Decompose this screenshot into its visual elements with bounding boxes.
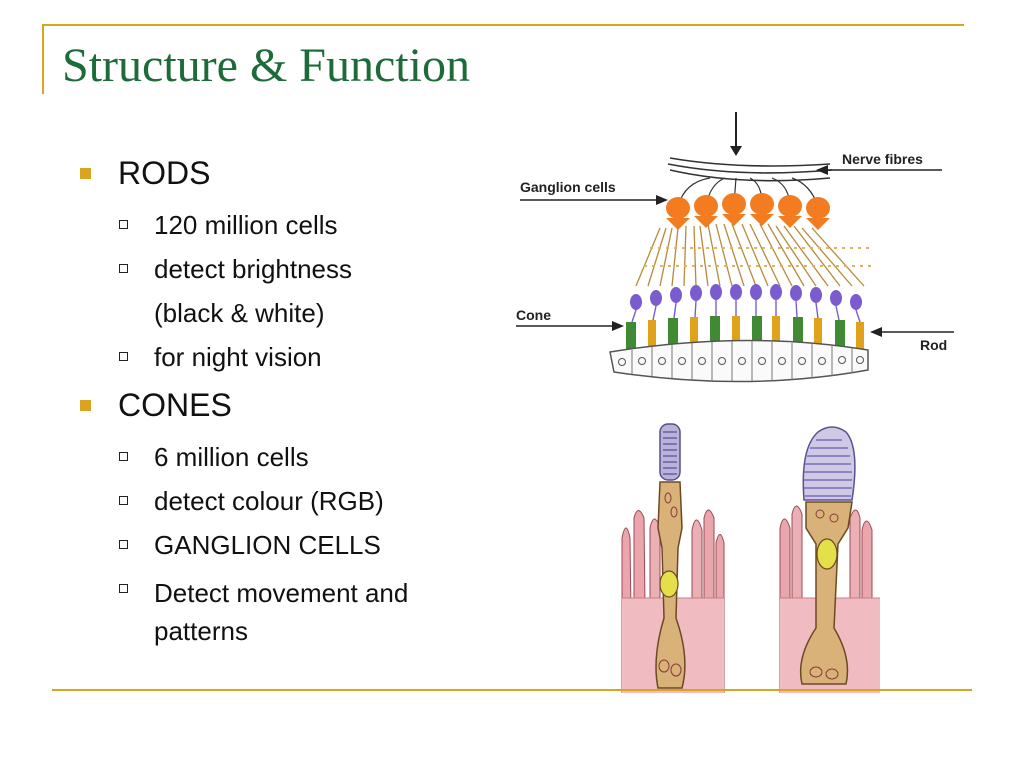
rods-item-1: 120 million cells — [118, 210, 500, 240]
frame-bottom-line — [52, 689, 972, 691]
retina-diagram: Nerve fibres Ganglion cells — [516, 112, 954, 383]
bullet-rods-label: RODS — [118, 155, 211, 191]
cones-item-1: 6 million cells — [118, 442, 500, 472]
frame-top-line — [42, 24, 964, 26]
cones-item-2: detect colour (RGB) — [118, 486, 500, 516]
label-arrow-rod — [870, 327, 954, 337]
hollow-square-icon — [119, 264, 128, 273]
photoreceptor-row — [626, 316, 864, 350]
bipolar-cell-row — [630, 284, 862, 310]
bullet-list: RODS 120 million cells detect brightness… — [80, 150, 500, 650]
hollow-square-icon — [119, 584, 128, 593]
hollow-square-icon — [119, 496, 128, 505]
label-arrow-nerve — [816, 165, 942, 175]
rods-item-4: for night vision — [118, 342, 500, 372]
hollow-square-icon — [119, 540, 128, 549]
label-cone: Cone — [516, 307, 551, 323]
cones-item-3: GANGLION CELLS — [118, 530, 500, 560]
nerve-fibres — [667, 157, 833, 182]
hollow-square-icon — [119, 452, 128, 461]
slide-title: Structure & Function — [62, 39, 470, 92]
cone-cell — [799, 426, 856, 685]
rods-item-2: detect brightness — [118, 254, 500, 284]
label-rod: Rod — [920, 337, 947, 353]
cones-item-4: Detect movement and patterns — [118, 574, 500, 650]
label-arrow-cone — [516, 321, 624, 331]
bullet-cones: CONES 6 million cells detect colour (RGB… — [80, 382, 500, 650]
label-ganglion-cells: Ganglion cells — [520, 179, 616, 195]
rod-cone-cell-illustration — [621, 423, 880, 693]
hollow-square-icon — [119, 352, 128, 361]
bullet-rods: RODS 120 million cells detect brightness… — [80, 150, 500, 372]
rods-sublist: 120 million cells detect brightness (bla… — [118, 210, 500, 372]
square-bullet-icon — [80, 400, 91, 411]
rod-tissue-background — [621, 509, 725, 693]
label-arrow-ganglion — [520, 195, 668, 205]
rods-item-3: (black & white) — [154, 298, 325, 328]
incoming-light-arrow — [730, 112, 742, 156]
rod-cell — [655, 423, 686, 689]
square-bullet-icon — [80, 168, 91, 179]
frame-vertical-line — [42, 24, 44, 94]
dendrite-fan-dashes — [644, 247, 872, 267]
pigment-epithelium — [609, 339, 869, 383]
dendrite-fan — [635, 223, 865, 287]
bullet-cones-label: CONES — [118, 387, 232, 423]
cones-sublist: 6 million cells detect colour (RGB) GANG… — [118, 442, 500, 650]
bipolar-stalks — [631, 300, 861, 323]
label-nerve-fibres: Nerve fibres — [842, 151, 923, 167]
ganglion-cell-row — [666, 193, 830, 230]
hollow-square-icon — [119, 220, 128, 229]
